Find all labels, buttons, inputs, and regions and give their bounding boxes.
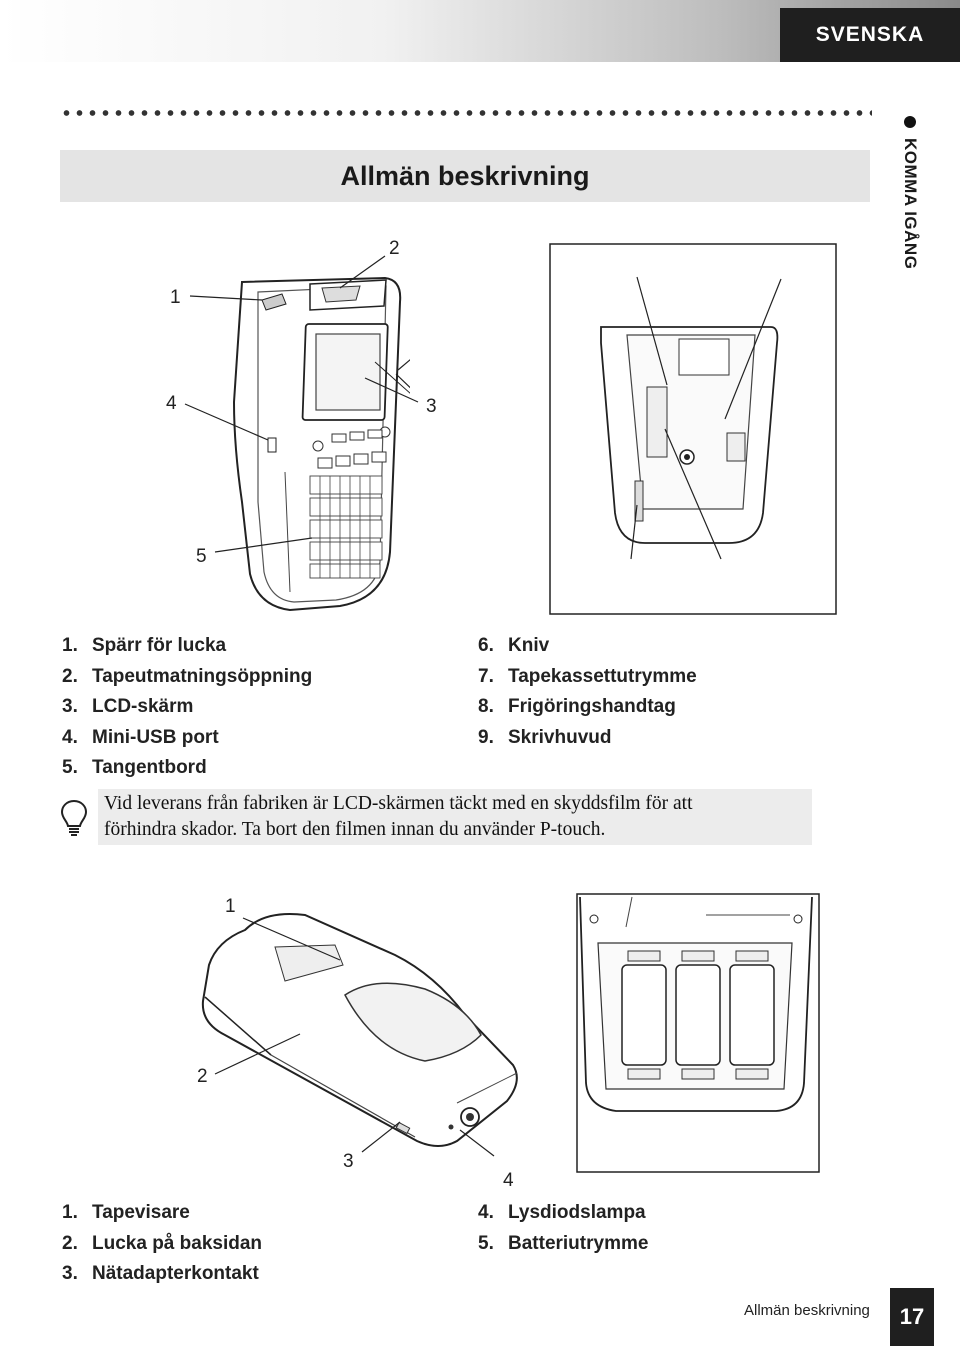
list-item: 5.Tangentbord bbox=[62, 757, 207, 778]
section-title: Allmän beskrivning bbox=[60, 150, 870, 202]
list-item: 9.Skrivhuvud bbox=[478, 726, 612, 748]
note-line-1: Vid leverans från fabriken är LCD-skärme… bbox=[104, 793, 693, 814]
callout-1: 1 bbox=[225, 896, 236, 917]
callout-3: 3 bbox=[343, 1151, 354, 1172]
list-item: 7.Tapekassettutrymme bbox=[478, 665, 697, 687]
bullet-icon bbox=[904, 116, 916, 128]
side-section-tab: KOMMA IGÅNG bbox=[888, 110, 932, 300]
callout-2: 2 bbox=[389, 238, 400, 259]
side-section-label: KOMMA IGÅNG bbox=[901, 138, 920, 270]
dotted-divider bbox=[60, 108, 872, 118]
callout-4: 4 bbox=[166, 393, 177, 414]
callout-3: 3 bbox=[426, 396, 437, 417]
list-item: 8.Frigöringshandtag bbox=[478, 696, 676, 717]
parts-list-top-right: 6.Kniv 7.Tapekassettutrymme 8.Frigörings… bbox=[478, 631, 697, 753]
language-tab: SVENSKA bbox=[780, 8, 960, 62]
list-item: 5.Batteriutrymme bbox=[478, 1232, 649, 1254]
list-item: 1.Tapevisare bbox=[62, 1202, 190, 1223]
footer-section-label: Allmän beskrivning bbox=[744, 1302, 870, 1319]
parts-list-top-left: 1.Spärr för lucka 2.Tapeutmatningsöppnin… bbox=[62, 631, 312, 784]
callout-leaders-top-left bbox=[184, 255, 419, 553]
parts-list-bottom-left: 1.Tapevisare 2.Lucka på baksidan 3.Nätad… bbox=[62, 1198, 262, 1290]
list-item: 2.Lucka på baksidan bbox=[62, 1232, 263, 1254]
callout-1: 1 bbox=[170, 287, 181, 308]
tape-compartment-detail bbox=[549, 243, 837, 615]
callout-2: 2 bbox=[197, 1066, 208, 1087]
device-back-illustration bbox=[201, 913, 518, 1147]
note-box: Vid leverans från fabriken är LCD-skärme… bbox=[98, 789, 812, 845]
parts-list-bottom-right: 4.Lysdiodslampa 5.Batteriutrymme bbox=[478, 1198, 648, 1259]
note-line-2: förhindra skador. Ta bort den filmen inn… bbox=[104, 819, 606, 840]
callout-leaders-bottom bbox=[214, 917, 495, 1157]
battery-compartment-detail bbox=[576, 893, 820, 1173]
callout-5: 5 bbox=[196, 546, 207, 567]
list-item: 6.Kniv bbox=[478, 635, 550, 656]
list-item: 1.Spärr för lucka bbox=[62, 635, 227, 656]
device-front-illustration bbox=[232, 276, 410, 612]
list-item: 2.Tapeutmatningsöppning bbox=[62, 665, 313, 687]
callout-4: 4 bbox=[503, 1170, 514, 1191]
list-item: 4.Mini-USB port bbox=[62, 726, 219, 748]
list-item: 4.Lysdiodslampa bbox=[478, 1202, 646, 1223]
list-item: 3.Nätadapterkontakt bbox=[62, 1263, 259, 1284]
lightbulb-icon bbox=[60, 799, 88, 836]
list-item: 3.LCD-skärm bbox=[62, 696, 194, 717]
page-number: 17 bbox=[890, 1288, 934, 1346]
